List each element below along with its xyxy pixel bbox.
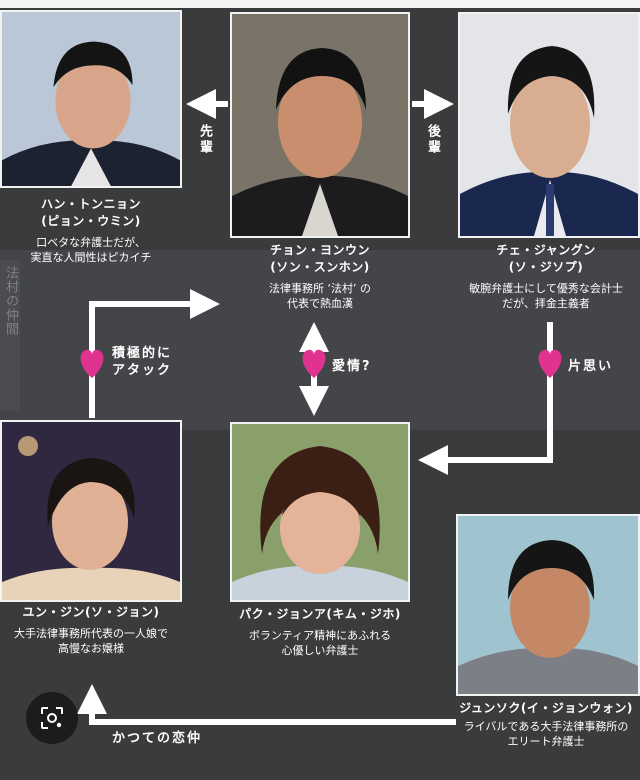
caption-choi: チェ・ジャングン (ソ・ジソプ) 敏腕弁護士にして優秀な会計士 だが、拝金主義者: [452, 242, 640, 311]
relation-crush: 片思い: [568, 359, 614, 374]
description-line: だが、拝金主義者: [502, 297, 590, 310]
actor-name: (ピョン・ウミン): [41, 214, 141, 228]
description-line: 口ベタな弁護士だが、: [36, 236, 146, 249]
caption-yun: ユン・ジン(ソ・ジョン) 大手法律事務所代表の一人娘で 高慢なお嬢様: [0, 604, 182, 656]
description-line: 高慢なお嬢様: [58, 642, 124, 655]
group-label-box: 法村の仲間: [0, 260, 20, 410]
portrait-jeong: [230, 12, 410, 238]
character-name: チェ・ジャングン: [496, 243, 596, 257]
description-line: 代表で熱血漢: [287, 297, 353, 310]
description-line: ボランティア精神にあふれる: [248, 629, 392, 642]
description-line: 心優しい弁護士: [281, 644, 359, 657]
character-description: 法律事務所 ‘法村’ の 代表で熱血漢: [226, 281, 414, 311]
relation-line: アタック: [112, 363, 173, 378]
character-name: ハン・トンニョン: [40, 197, 141, 211]
image-search-icon: [41, 707, 63, 729]
portrait-han: [0, 10, 182, 188]
portrait-jun: [456, 514, 640, 696]
description-line: 法律事務所 ‘法村’ の: [269, 282, 371, 295]
character-name: パク・ジョンア(キム・ジホ): [239, 607, 401, 621]
character-description: ライバルである大手法律事務所の エリート弁護士: [452, 719, 640, 749]
caption-jeong: チョン・ヨンウン (ソン・スンホン) 法律事務所 ‘法村’ の 代表で熱血漢: [226, 242, 414, 311]
relation-line: 積極的に: [112, 346, 173, 361]
caption-park: パク・ジョンア(キム・ジホ) ボランティア精神にあふれる 心優しい弁護士: [226, 606, 414, 658]
description-line: エリート弁護士: [507, 735, 585, 748]
description-line: 大手法律事務所代表の一人娘で: [14, 627, 168, 640]
relation-kohai: 後輩: [425, 124, 440, 156]
group-label: 法村の仲間: [3, 266, 18, 336]
character-name: ユン・ジン(ソ・ジョン): [22, 605, 160, 619]
description-line: 敏腕弁護士にして優秀な会計士: [469, 282, 623, 295]
character-description: 大手法律事務所代表の一人娘で 高慢なお嬢様: [0, 626, 182, 656]
relation-attack: 積極的に アタック: [112, 345, 202, 379]
image-search-button[interactable]: [26, 692, 78, 744]
description-line: ライバルである大手法律事務所の: [463, 720, 629, 733]
description-line: 実直な人間性はピカイチ: [30, 251, 152, 264]
portrait-yun: [0, 420, 182, 602]
character-description: 口ベタな弁護士だが、 実直な人間性はピカイチ: [0, 235, 182, 265]
character-description: 敏腕弁護士にして優秀な会計士 だが、拝金主義者: [452, 281, 640, 311]
caption-han: ハン・トンニョン (ピョン・ウミン) 口ベタな弁護士だが、 実直な人間性はピカイ…: [0, 196, 182, 265]
portrait-park: [230, 422, 410, 602]
caption-jun: ジュンソク(イ・ジョンウォン) ライバルである大手法律事務所の エリート弁護士: [452, 700, 640, 749]
character-name: ジュンソク(イ・ジョンウォン): [459, 701, 633, 715]
relation-former: かつての恋仲: [112, 731, 203, 746]
character-description: ボランティア精神にあふれる 心優しい弁護士: [226, 628, 414, 658]
portrait-choi: [458, 12, 640, 238]
relation-love: 愛情?: [332, 359, 372, 374]
character-name: チョン・ヨンウン: [269, 243, 370, 257]
actor-name: (ソ・ジソプ): [508, 260, 584, 274]
actor-name: (ソン・スンホン): [270, 260, 370, 274]
relation-senpai: 先輩: [197, 124, 212, 156]
